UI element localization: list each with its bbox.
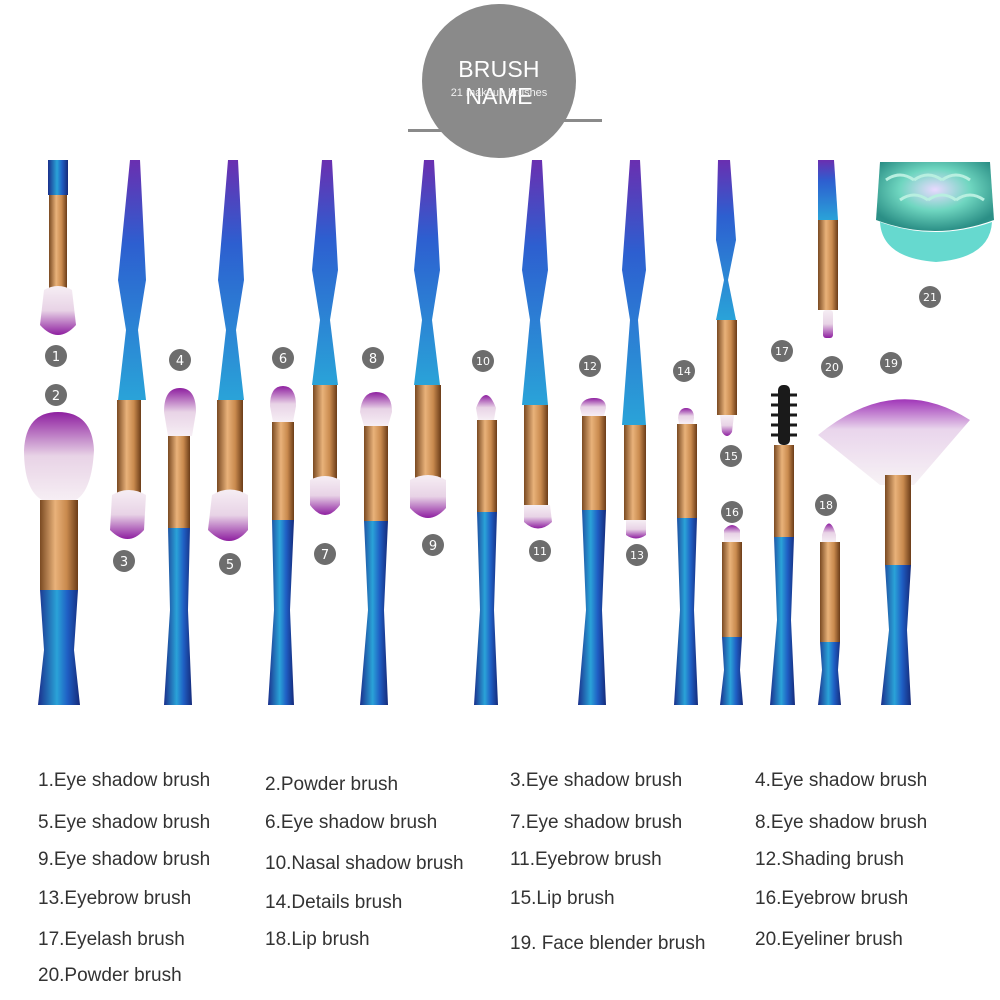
brush-19 (818, 399, 970, 705)
badge-9-label: 9 (429, 539, 437, 554)
badge-13-label: 13 (630, 549, 644, 562)
badge-3-label: 3 (120, 555, 128, 570)
brush-set-photo: 1 2 3 4 5 6 7 8 9 10 11 12 13 14 15 16 1… (24, 160, 994, 705)
legend-item: 13.Eyebrow brush (38, 888, 192, 909)
badge-2: 2 (45, 384, 67, 406)
badge-1-label: 1 (52, 350, 60, 365)
badge-2-label: 2 (52, 389, 60, 404)
legend-item: 3.Eye shadow brush (510, 770, 683, 791)
badge-16-label: 16 (725, 506, 739, 519)
brush-5 (208, 160, 248, 541)
badge-1: 1 (45, 345, 67, 367)
badge-15-label: 15 (724, 450, 738, 463)
brush-18 (818, 523, 841, 705)
legend-item: 11.Eyebrow brush (510, 849, 662, 870)
brush-2 (24, 412, 94, 705)
brush-10 (474, 395, 498, 705)
brush-9 (410, 160, 446, 518)
legend-item: 18.Lip brush (265, 929, 370, 950)
brush-8 (360, 392, 392, 705)
badge-19-label: 19 (884, 357, 898, 370)
badge-7: 7 (314, 543, 336, 565)
legend-item: 7.Eye shadow brush (510, 812, 683, 833)
badge-10-label: 10 (476, 355, 490, 368)
badge-8: 8 (362, 347, 384, 369)
brush-4 (164, 388, 196, 705)
legend-item: 1.Eye shadow brush (38, 770, 211, 791)
brush-13 (622, 160, 646, 539)
brush-12 (578, 398, 606, 705)
badge-21: 21 (919, 286, 941, 308)
badge-19: 19 (880, 352, 902, 374)
badge-3: 3 (113, 550, 135, 572)
badge-8-label: 8 (369, 352, 377, 367)
badge-20-label: 20 (825, 361, 839, 374)
legend-item: 6.Eye shadow brush (265, 812, 438, 833)
badge-13: 13 (626, 544, 648, 566)
brush-20 (818, 160, 838, 338)
badge-4-label: 4 (176, 354, 184, 369)
badge-10: 10 (472, 350, 494, 372)
badge-11: 11 (529, 540, 551, 562)
brush-3 (110, 160, 146, 539)
legend-item: 8.Eye shadow brush (755, 812, 928, 833)
badge-16: 16 (721, 501, 743, 523)
brush-16 (720, 525, 743, 705)
brush-legend: 1.Eye shadow brush 2.Powder brush 3.Eye … (0, 760, 1000, 1000)
badge-4: 4 (169, 349, 191, 371)
badge-6-label: 6 (279, 352, 287, 367)
legend-item: 2.Powder brush (265, 774, 399, 795)
badge-18-label: 18 (819, 499, 833, 512)
badge-17: 17 (771, 340, 793, 362)
header-circle (422, 4, 576, 158)
legend-item: 20.Powder brush (38, 965, 182, 986)
brush-6 (268, 386, 296, 705)
legend-item: 5.Eye shadow brush (38, 812, 211, 833)
brush-11 (522, 160, 552, 529)
brush-14 (674, 408, 698, 705)
legend-item: 10.Nasal shadow brush (265, 853, 464, 874)
brush-15 (716, 160, 737, 436)
badge-21-label: 21 (923, 291, 937, 304)
badge-17-label: 17 (775, 345, 789, 358)
legend-item: 14.Details brush (265, 892, 403, 913)
legend-item: 12.Shading brush (755, 849, 904, 870)
legend-item: 17.Eyelash brush (38, 929, 185, 950)
badge-9: 9 (422, 534, 444, 556)
badge-12-label: 12 (583, 360, 597, 373)
badge-20: 20 (821, 356, 843, 378)
header-subtitle: 21 makeup brushes (450, 87, 548, 99)
legend-item: 19. Face blender brush (510, 933, 706, 954)
header-title: BRUSH NAME (458, 56, 540, 109)
legend-item: 20.Eyeliner brush (755, 929, 903, 950)
badge-5: 5 (219, 553, 241, 575)
legend-item: 9.Eye shadow brush (38, 849, 211, 870)
badge-7-label: 7 (321, 548, 329, 563)
badge-14-label: 14 (677, 365, 691, 378)
legend-item: 16.Eyebrow brush (755, 888, 909, 909)
brush-1 (40, 160, 76, 335)
badge-12: 12 (579, 355, 601, 377)
badge-6: 6 (272, 347, 294, 369)
badge-5-label: 5 (226, 558, 234, 573)
badge-11-label: 11 (533, 545, 547, 558)
badge-15: 15 (720, 445, 742, 467)
legend-item: 4.Eye shadow brush (755, 770, 928, 791)
legend-item: 15.Lip brush (510, 888, 615, 909)
brush-21 (876, 162, 994, 262)
header-badge: BRUSH NAME 21 makeup brushes (408, 4, 602, 158)
badge-18: 18 (815, 494, 837, 516)
brush-17 (770, 385, 797, 705)
brush-7 (310, 160, 340, 515)
badge-14: 14 (673, 360, 695, 382)
